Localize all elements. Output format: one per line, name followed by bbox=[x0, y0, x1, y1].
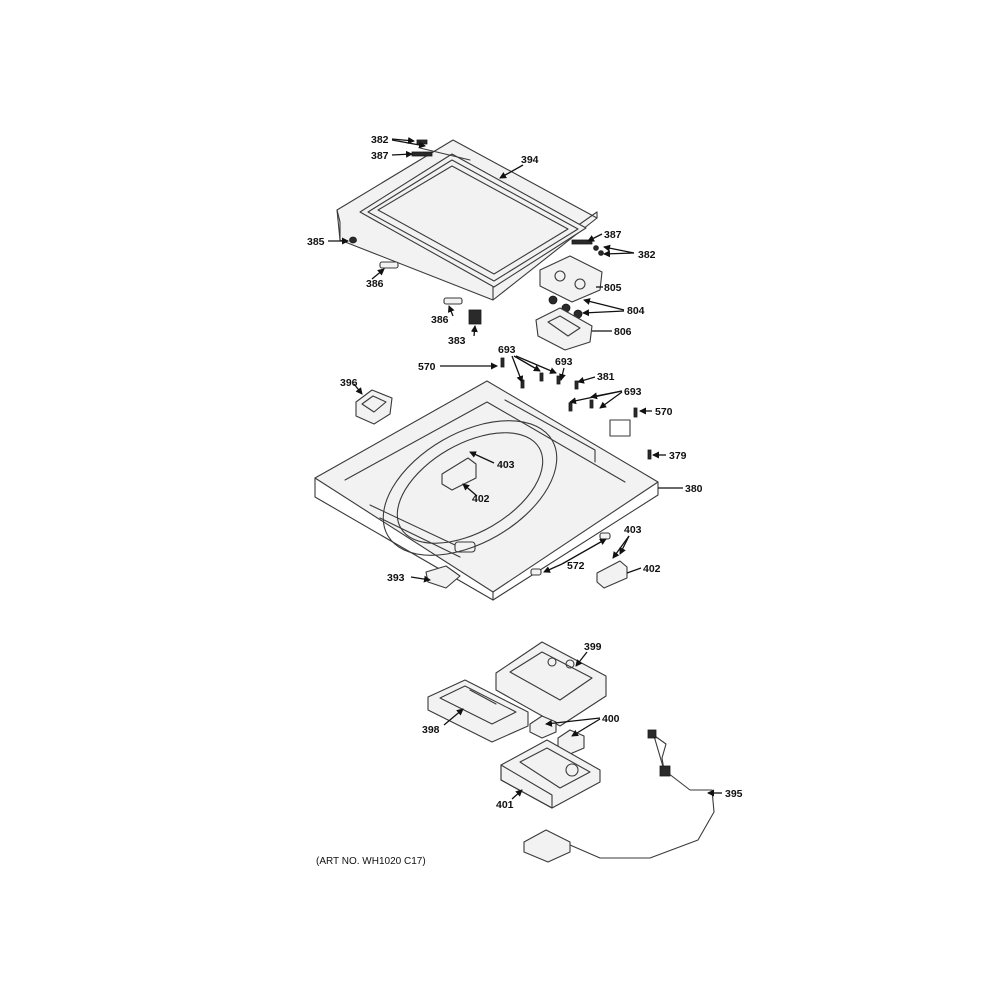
callout-693-center: 693 bbox=[555, 356, 573, 368]
callout-399: 399 bbox=[584, 641, 602, 653]
callout-394: 394 bbox=[521, 154, 539, 166]
callout-570-right: 570 bbox=[655, 406, 673, 418]
callout-385: 385 bbox=[307, 236, 325, 248]
callout-380: 380 bbox=[685, 483, 703, 495]
callout-572: 572 bbox=[567, 560, 585, 572]
callout-396: 396 bbox=[340, 377, 358, 389]
art-number: (ART NO. WH1020 C17) bbox=[316, 856, 426, 867]
callout-403-center: 403 bbox=[497, 459, 515, 471]
lid-bumper-385 bbox=[349, 236, 357, 244]
callout-400: 400 bbox=[602, 713, 620, 725]
bleach-cup-396 bbox=[355, 389, 393, 425]
callout-402-center: 402 bbox=[472, 493, 490, 505]
callout-383: 383 bbox=[448, 335, 466, 347]
callout-387-top: 387 bbox=[371, 150, 389, 162]
callout-382-right: 382 bbox=[638, 249, 656, 261]
callout-395: 395 bbox=[725, 788, 743, 800]
callout-403-right: 403 bbox=[624, 524, 642, 536]
lid-assembly bbox=[336, 139, 598, 301]
leader-lines bbox=[328, 136, 722, 800]
callout-806: 806 bbox=[614, 326, 632, 338]
callout-805: 805 bbox=[604, 282, 622, 294]
callout-398: 398 bbox=[422, 724, 440, 736]
callout-382-top: 382 bbox=[371, 134, 389, 146]
callout-693-right: 693 bbox=[624, 386, 642, 398]
lid-lock-805 bbox=[539, 255, 603, 303]
callout-804: 804 bbox=[627, 305, 645, 317]
callout-387-right: 387 bbox=[604, 229, 622, 241]
callout-393: 393 bbox=[387, 572, 405, 584]
hinge-screws-right bbox=[571, 239, 604, 256]
callout-labels: 382 387 394 387 382 385 386 805 804 386 … bbox=[307, 134, 743, 811]
dispenser-drawer-401 bbox=[500, 739, 601, 809]
lid-bumper-386-rear bbox=[443, 297, 463, 305]
top-cover-380 bbox=[314, 380, 659, 601]
lid-bumper-386-front bbox=[379, 261, 399, 269]
callout-402-right: 402 bbox=[643, 563, 661, 575]
hinge-402-right bbox=[596, 560, 628, 589]
screws-693 bbox=[500, 357, 652, 460]
callout-386-rear: 386 bbox=[431, 314, 449, 326]
lid-lock-bracket-806 bbox=[535, 307, 593, 351]
callout-386-front: 386 bbox=[366, 278, 384, 290]
callout-381: 381 bbox=[597, 371, 615, 383]
dispenser-tray-398 bbox=[427, 679, 529, 743]
callout-401: 401 bbox=[496, 799, 514, 811]
hinge-402-center bbox=[441, 457, 477, 491]
callout-379: 379 bbox=[669, 450, 687, 462]
wire-harness-395 bbox=[523, 729, 715, 863]
callout-570-left: 570 bbox=[418, 361, 436, 373]
lid-switch-383 bbox=[468, 309, 482, 325]
callout-693-left: 693 bbox=[498, 344, 516, 356]
dispenser-cap-393 bbox=[425, 565, 461, 589]
